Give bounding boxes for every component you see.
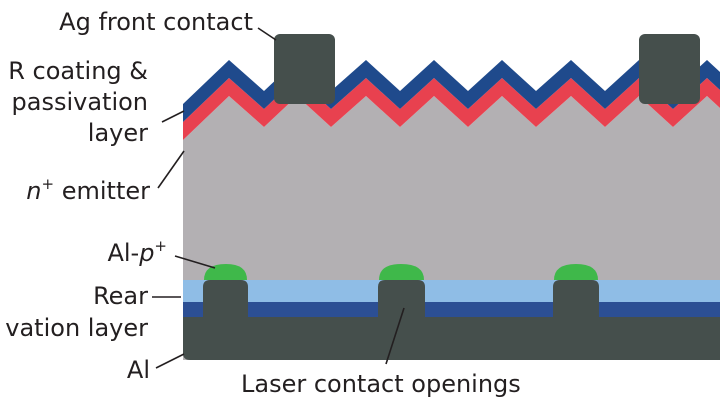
- leader-ag-contact: [257, 27, 277, 41]
- label-ar-coating-line3: layer: [88, 119, 148, 147]
- al-p-plus-region: [554, 264, 598, 280]
- al-p-plus-region: [379, 264, 424, 280]
- label-rear-line1: Rear: [93, 282, 148, 310]
- label-al: Al: [127, 356, 150, 384]
- label-ar-coating-line1: R coating &: [8, 57, 148, 85]
- ag-front-contact: [639, 34, 700, 104]
- leader-ar-coating: [161, 110, 185, 123]
- label-ar-coating-line2: passivation: [12, 88, 149, 116]
- leader-emitter: [157, 150, 185, 189]
- label-laser-contact-openings: Laser contact openings: [241, 370, 521, 398]
- leader-al-p-plus: [174, 255, 216, 269]
- label-rear-line2: vation layer: [5, 314, 148, 342]
- rear-passivation-dark-layer: [183, 302, 720, 317]
- leader-al: [155, 353, 185, 369]
- ag-front-contact: [274, 34, 335, 104]
- n-emitter-layer: [183, 78, 720, 140]
- label-n-emitter: n+ emitter: [26, 175, 150, 205]
- label-al-p-plus: Al-p+: [107, 237, 167, 267]
- al-rear-contact: [183, 280, 720, 360]
- label-ag-front-contact: Ag front contact: [59, 8, 253, 36]
- leader-laser-openings: [385, 307, 405, 365]
- ar-coating-layer: [183, 60, 720, 122]
- rear-passivation-light-layer: [183, 280, 720, 302]
